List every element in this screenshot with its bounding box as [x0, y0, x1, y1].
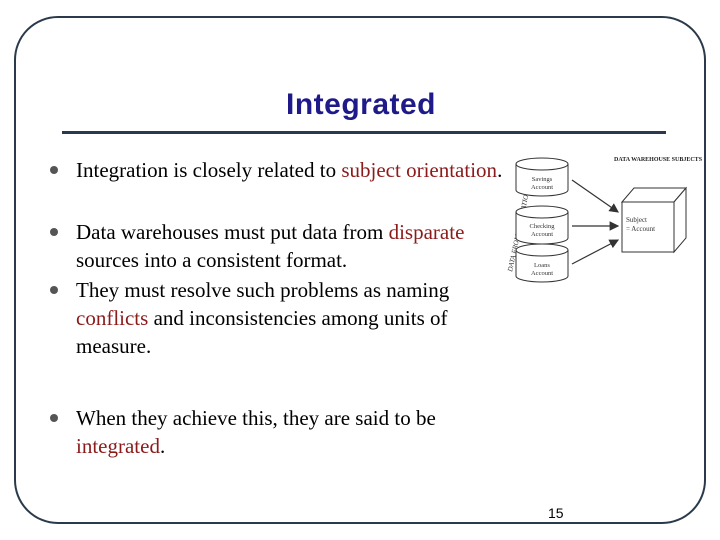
bullet-dot-icon [50, 414, 58, 422]
bullet-text: sources into a consistent format. [76, 248, 348, 272]
bullet-text: Data warehouses must put data from [76, 220, 389, 244]
arrow-icon [571, 239, 620, 265]
bullet-text: and inconsistencies among units of measu… [76, 306, 448, 358]
bullet-highlight: disparate [388, 220, 465, 244]
source-label: Loans [534, 262, 550, 269]
bullet-text: Integration is closely related to [76, 158, 342, 182]
bullet-item: They must resolve such problems as namin… [50, 276, 510, 360]
bullet-text: . [159, 434, 166, 458]
source-label: Checking [530, 223, 556, 230]
bullet-dot-icon [50, 228, 58, 236]
slide-title: Integrated [285, 88, 437, 121]
bullet-dot-icon [50, 166, 58, 174]
source-cylinder-checking: Checking Account [515, 205, 569, 245]
source-label: Account [531, 184, 553, 191]
bullet-text: . [497, 158, 503, 182]
bullet-item: When they achieve this, they are said to… [50, 404, 510, 460]
bullet-highlight: conflicts [76, 306, 149, 330]
bullet-text: They must resolve such problems as namin… [76, 278, 450, 302]
warehouse-label: DATA WAREHOUSE SUBJECTS [614, 157, 703, 163]
source-label: Account [531, 270, 553, 277]
slide-frame [14, 16, 706, 524]
source-label: Savings [532, 176, 553, 183]
bullet-highlight: integrated [76, 434, 160, 458]
source-label: Account [531, 231, 553, 238]
source-cylinder-loans: Loans Account [515, 243, 569, 283]
bullet-text: When they achieve this, they are said to… [76, 406, 436, 430]
arrow-icon [571, 179, 619, 213]
page-number: 15 [548, 505, 564, 521]
data-warehouse-diagram: DATA FROM APPLICATIONS DATA WAREHOUSE SU… [506, 157, 703, 283]
subject-box: Subject = Account [620, 186, 688, 254]
bullet-highlight: subject orientation [341, 158, 498, 182]
bullet-item: Integration is closely related to subjec… [50, 156, 510, 184]
bullet-dot-icon [50, 286, 58, 294]
title-underline [62, 131, 666, 134]
bullet-list: Integration is closely related to subjec… [50, 156, 510, 460]
source-cylinder-savings: Savings Account [515, 157, 569, 197]
subject-label: Subject [626, 216, 647, 224]
subject-label: = Account [626, 225, 655, 233]
bullet-item: Data warehouses must put data from dispa… [50, 218, 510, 274]
